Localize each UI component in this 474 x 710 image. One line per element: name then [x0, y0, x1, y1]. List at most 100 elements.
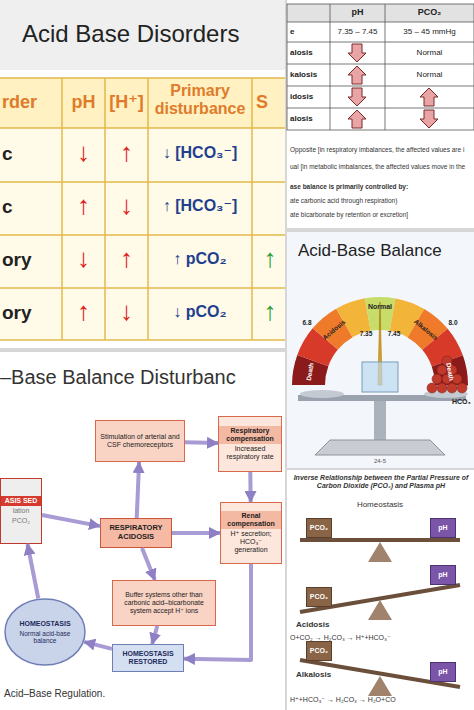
label-text: Alkalosis	[296, 670, 356, 679]
label-text: 7.45	[384, 330, 404, 337]
label-text: ↑ [HCO₃⁻]	[148, 197, 252, 215]
process-box: Renal compensationH⁺ secretion; HCO₃⁻ ge…	[220, 502, 282, 564]
process-box: Respiratory compensationIncreased respir…	[218, 416, 282, 472]
node-heading: ASIS SED	[1, 496, 41, 506]
label-text: Normal	[385, 70, 474, 79]
scale-stand	[374, 401, 386, 441]
label-text: ate bicarbonate by retention or excretio…	[290, 211, 472, 218]
scale-base	[315, 440, 445, 455]
label-text: c	[2, 143, 62, 165]
label-text: ↑	[62, 297, 105, 327]
flow-arrow	[142, 548, 155, 580]
panel-bg	[287, 0, 474, 228]
node-heading: Stimulation of arterial and CSF chemorec…	[96, 432, 184, 450]
title-band	[0, 0, 285, 70]
flow-arrow	[28, 544, 39, 599]
label-text: rder	[2, 92, 62, 113]
label-text: ↓	[62, 138, 105, 168]
label-text: HCO₃	[452, 398, 474, 406]
label-text: ↑	[105, 244, 148, 274]
value-box: PCO₂	[306, 641, 332, 661]
value-box: pH	[430, 565, 456, 585]
label-text: alosis	[290, 114, 330, 123]
label-text: –Base Balance Disturbanc	[0, 366, 285, 389]
value-box: pH	[430, 518, 456, 538]
node-heading: pH	[431, 667, 455, 677]
panel-bg	[0, 0, 285, 348]
label-text: ase balance is primarily controlled by:	[290, 183, 472, 190]
label-text: pH	[62, 92, 105, 113]
node-heading: pH	[431, 523, 455, 533]
label-text: ↓ pCO₂	[148, 303, 252, 321]
table-body-bg	[0, 128, 285, 340]
node-heading: HOMEOSTASIS	[12, 619, 78, 629]
label-text: ate carbonic acid through respiration)	[290, 197, 472, 204]
label-text: ↑ pCO₂	[148, 250, 252, 268]
flow-arrow	[185, 440, 218, 445]
node-heading: Renal compensation	[221, 511, 281, 529]
gauge-mask	[290, 386, 474, 468]
panel-bg	[0, 352, 285, 710]
node-body: PCO₂	[1, 516, 41, 526]
label-text: [H⁺]	[105, 92, 148, 113]
flow-arrow	[172, 531, 220, 535]
node-heading: HOMEOSTASIS RESTORED	[113, 649, 183, 667]
table-header-bg	[0, 78, 285, 128]
table-grid	[0, 78, 285, 340]
label-text: ↑	[62, 191, 105, 221]
label-text: c	[2, 196, 62, 218]
label-text: alosis	[290, 48, 330, 57]
value-box: PCO₂	[306, 518, 332, 538]
node-heading: pH	[431, 570, 455, 580]
process-box: Stimulation of arterial and CSF chemorec…	[95, 420, 185, 462]
flow-arrow	[248, 472, 252, 502]
panel-bg	[287, 232, 474, 468]
label-text: ↑	[258, 297, 282, 327]
label-text: pH	[330, 7, 385, 17]
node-body: Normal acid-base balance	[12, 629, 78, 646]
value-box: PCO₂	[306, 587, 332, 607]
node-heading: RESPIRATORY ACIDOSIS	[101, 523, 171, 542]
circle-shape	[5, 599, 85, 665]
label-text: Normal	[362, 303, 398, 311]
node-body: lation	[1, 506, 41, 516]
label-text: ↓	[62, 244, 105, 274]
process-box: RESPIRATORY ACIDOSIS	[100, 518, 172, 548]
label-text: 7.35 – 7.45	[330, 27, 385, 36]
label-text: ↑	[105, 138, 148, 168]
node-heading: PCO₂	[307, 592, 331, 602]
label-text: PCO₂	[385, 7, 474, 17]
label-text: 7.35	[356, 330, 376, 337]
seesaw-fulcrum	[368, 676, 392, 696]
scale-pan	[300, 390, 344, 398]
label-text: ory	[2, 249, 62, 271]
label-text: H⁺+HCO₃⁻ → H₂CO₃ → H₂O+CO	[290, 696, 472, 704]
label-text: S	[256, 92, 284, 113]
seesaw-fulcrum	[368, 542, 392, 562]
state-circle: HOMEOSTASISNormal acid-base balance	[4, 598, 86, 666]
node-heading: PCO₂	[307, 646, 331, 656]
value-box: pH	[430, 662, 456, 682]
flow-arrow	[84, 642, 112, 649]
label-text: Primary disturbance	[148, 82, 252, 119]
label-text: Normal	[385, 48, 474, 57]
label-text: Inverse Relationship between the Partial…	[290, 474, 472, 490]
label-text: Opposite [in respiratory imbalances, the…	[290, 146, 472, 153]
label-text: Acid-Base Balance	[298, 241, 474, 261]
seesaw-beam	[300, 538, 460, 542]
bicarbonate-balls	[427, 356, 467, 393]
label-text: 8.0	[445, 319, 461, 326]
process-box: ASIS SEDlationPCO₂	[0, 478, 42, 544]
label-text: Acidosis	[296, 620, 356, 629]
label-text: ↓ [HCO₃⁻]	[148, 144, 252, 162]
label-text: e	[290, 27, 328, 36]
label-text: kalosis	[290, 70, 330, 79]
label-text: idosis	[290, 92, 330, 101]
label-text: 24-5	[368, 458, 392, 465]
caption-text: Acid–Base Regulation.	[4, 688, 284, 700]
label-text: ory	[2, 302, 62, 324]
node-heading: Respiratory compensation	[219, 426, 281, 444]
label-text: ↓	[105, 191, 148, 221]
glass-cup	[362, 362, 398, 392]
label-text: ↓	[105, 297, 148, 327]
